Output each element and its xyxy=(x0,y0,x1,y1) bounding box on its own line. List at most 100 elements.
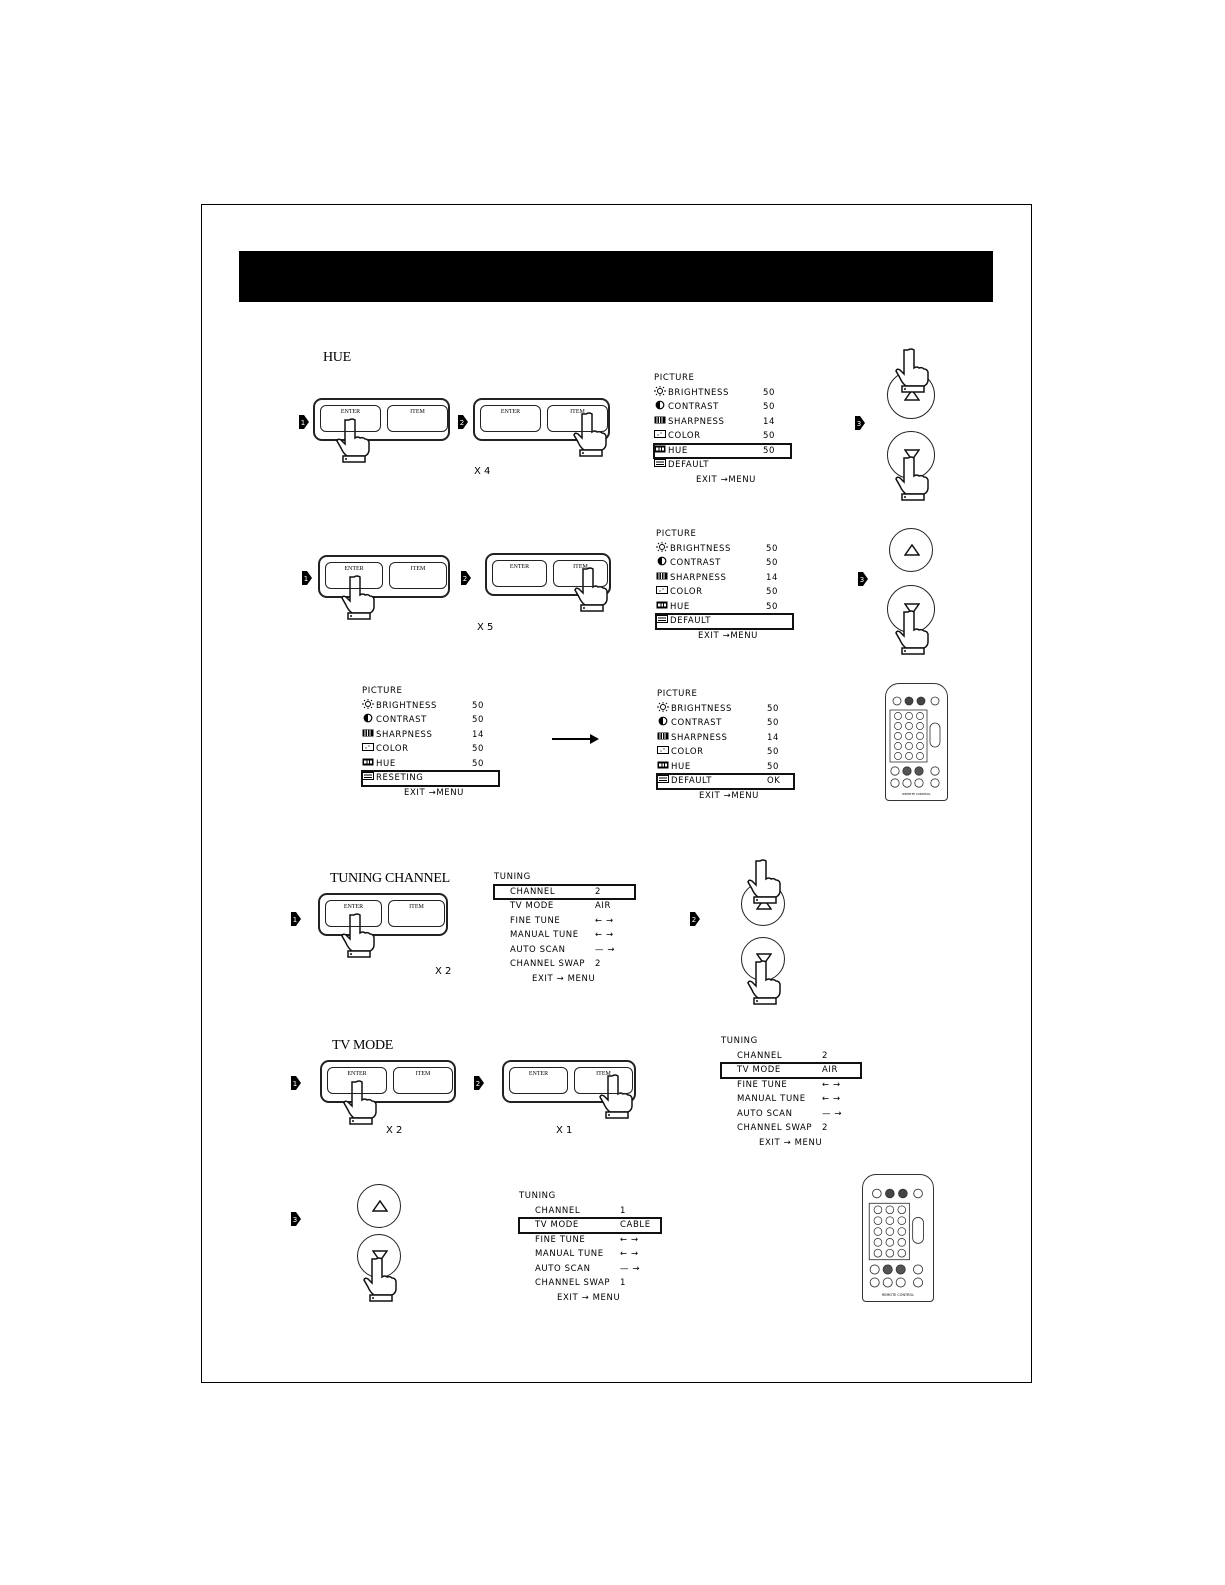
press-count: X 4 xyxy=(474,466,491,477)
menu-item-label: HUE xyxy=(671,761,691,772)
item-button: ITEM xyxy=(393,1067,453,1094)
step-2-icon: 2 xyxy=(474,1075,484,1090)
menu-item: MANUAL TUNE← → xyxy=(494,928,635,943)
menu-item-value: ← → xyxy=(620,1234,639,1245)
hue-title: HUE xyxy=(323,350,351,365)
tv-mode-title: TV MODE xyxy=(332,1038,394,1053)
color-icon xyxy=(362,742,374,751)
triangle-down-icon xyxy=(372,1250,388,1262)
tuning-channel-title: TUNING CHANNEL xyxy=(330,871,450,886)
menu-item-value: 1 xyxy=(620,1205,627,1216)
step-number: 1 xyxy=(304,575,308,583)
step-number: 1 xyxy=(301,419,305,427)
menu-item-label: HUE xyxy=(670,601,690,612)
menu-item-value: 2 xyxy=(595,959,602,969)
brightness-icon xyxy=(362,698,374,709)
hue-icon xyxy=(362,757,374,766)
menu-item-value: 50 xyxy=(767,703,780,714)
menu-item-value: 50 xyxy=(472,715,485,725)
sharpness-icon xyxy=(654,415,666,424)
enter-button: ENTER xyxy=(325,562,383,589)
pointing-hand-icon xyxy=(895,348,929,393)
step-1-icon: 1 xyxy=(291,1075,301,1090)
menu-item-label: SHARPNESS xyxy=(670,572,727,583)
menu-item: FINE TUNE← → xyxy=(519,1233,661,1248)
sharpness-icon xyxy=(362,728,374,737)
enter-button: ENTER xyxy=(327,1067,387,1094)
step-3-icon: 3 xyxy=(291,1211,301,1226)
menu-title: TUNING xyxy=(494,872,531,882)
pointing-hand-icon xyxy=(895,610,929,655)
contrast-icon xyxy=(656,556,668,566)
item-button: ITEM xyxy=(389,562,447,589)
menu-item-label: SHARPNESS xyxy=(376,729,433,740)
menu-item-label: BRIGHTNESS xyxy=(670,543,731,554)
menu-item-label: CONTRAST xyxy=(668,402,719,412)
menu-item-label: CHANNEL xyxy=(737,1050,783,1061)
step-1-icon: 1 xyxy=(302,570,312,585)
menu-item-value: 50 xyxy=(767,747,780,757)
menu-item-label: SHARPNESS xyxy=(668,416,725,427)
step-2-icon: 2 xyxy=(461,570,471,585)
menu-title: TUNING xyxy=(519,1191,556,1201)
step-3-icon: 3 xyxy=(855,415,865,430)
item-button: ITEM xyxy=(553,560,608,587)
menu-item-label: TV MODE xyxy=(737,1065,781,1075)
triangle-down-icon xyxy=(904,603,920,615)
menu-item-label: CHANNEL SWAP xyxy=(535,1278,611,1288)
color-icon xyxy=(656,585,668,594)
page-frame xyxy=(201,204,1032,1383)
default-icon xyxy=(362,771,374,780)
step-2-icon: 2 xyxy=(458,414,468,429)
menu-item-label: AUTO SCAN xyxy=(737,1108,793,1119)
step-number: 2 xyxy=(692,916,696,924)
menu-item-value: CABLE xyxy=(620,1220,651,1230)
menu-item-label: CHANNEL SWAP xyxy=(510,959,586,969)
menu-item: CHANNEL SWAP 2 xyxy=(494,957,635,972)
menu-item-label: COLOR xyxy=(376,744,409,754)
step-number: 1 xyxy=(293,916,297,924)
menu-item: FINE TUNE← → xyxy=(494,914,635,929)
menu-item-value: AIR xyxy=(595,901,612,911)
menu-item-value: ← → xyxy=(822,1094,841,1104)
enter-button: ENTER xyxy=(320,405,381,432)
triangle-down-icon xyxy=(904,449,920,461)
menu-item-value: 50 xyxy=(763,402,776,412)
menu-exit-hint: EXIT →MENU xyxy=(696,474,757,485)
item-button: ITEM xyxy=(388,900,445,927)
menu-item-label: HUE xyxy=(376,758,396,769)
press-count: X 1 xyxy=(556,1125,573,1136)
menu-item: MANUAL TUNE ← → xyxy=(721,1092,861,1107)
step-number: 3 xyxy=(857,420,861,428)
menu-item-label: DEFAULT xyxy=(668,460,710,470)
menu-item: CONTRAST 50 xyxy=(362,713,499,728)
menu-item: FINE TUNE← → xyxy=(721,1078,861,1093)
pointing-hand-icon xyxy=(747,859,781,904)
triangle-up-icon xyxy=(372,1200,388,1212)
menu-item-label: MANUAL TUNE xyxy=(737,1094,806,1104)
menu-item-label: AUTO SCAN xyxy=(510,944,566,955)
menu-item-label: FINE TUNE xyxy=(737,1079,788,1090)
down-button xyxy=(887,585,935,655)
menu-item-label: CONTRAST xyxy=(376,715,427,725)
